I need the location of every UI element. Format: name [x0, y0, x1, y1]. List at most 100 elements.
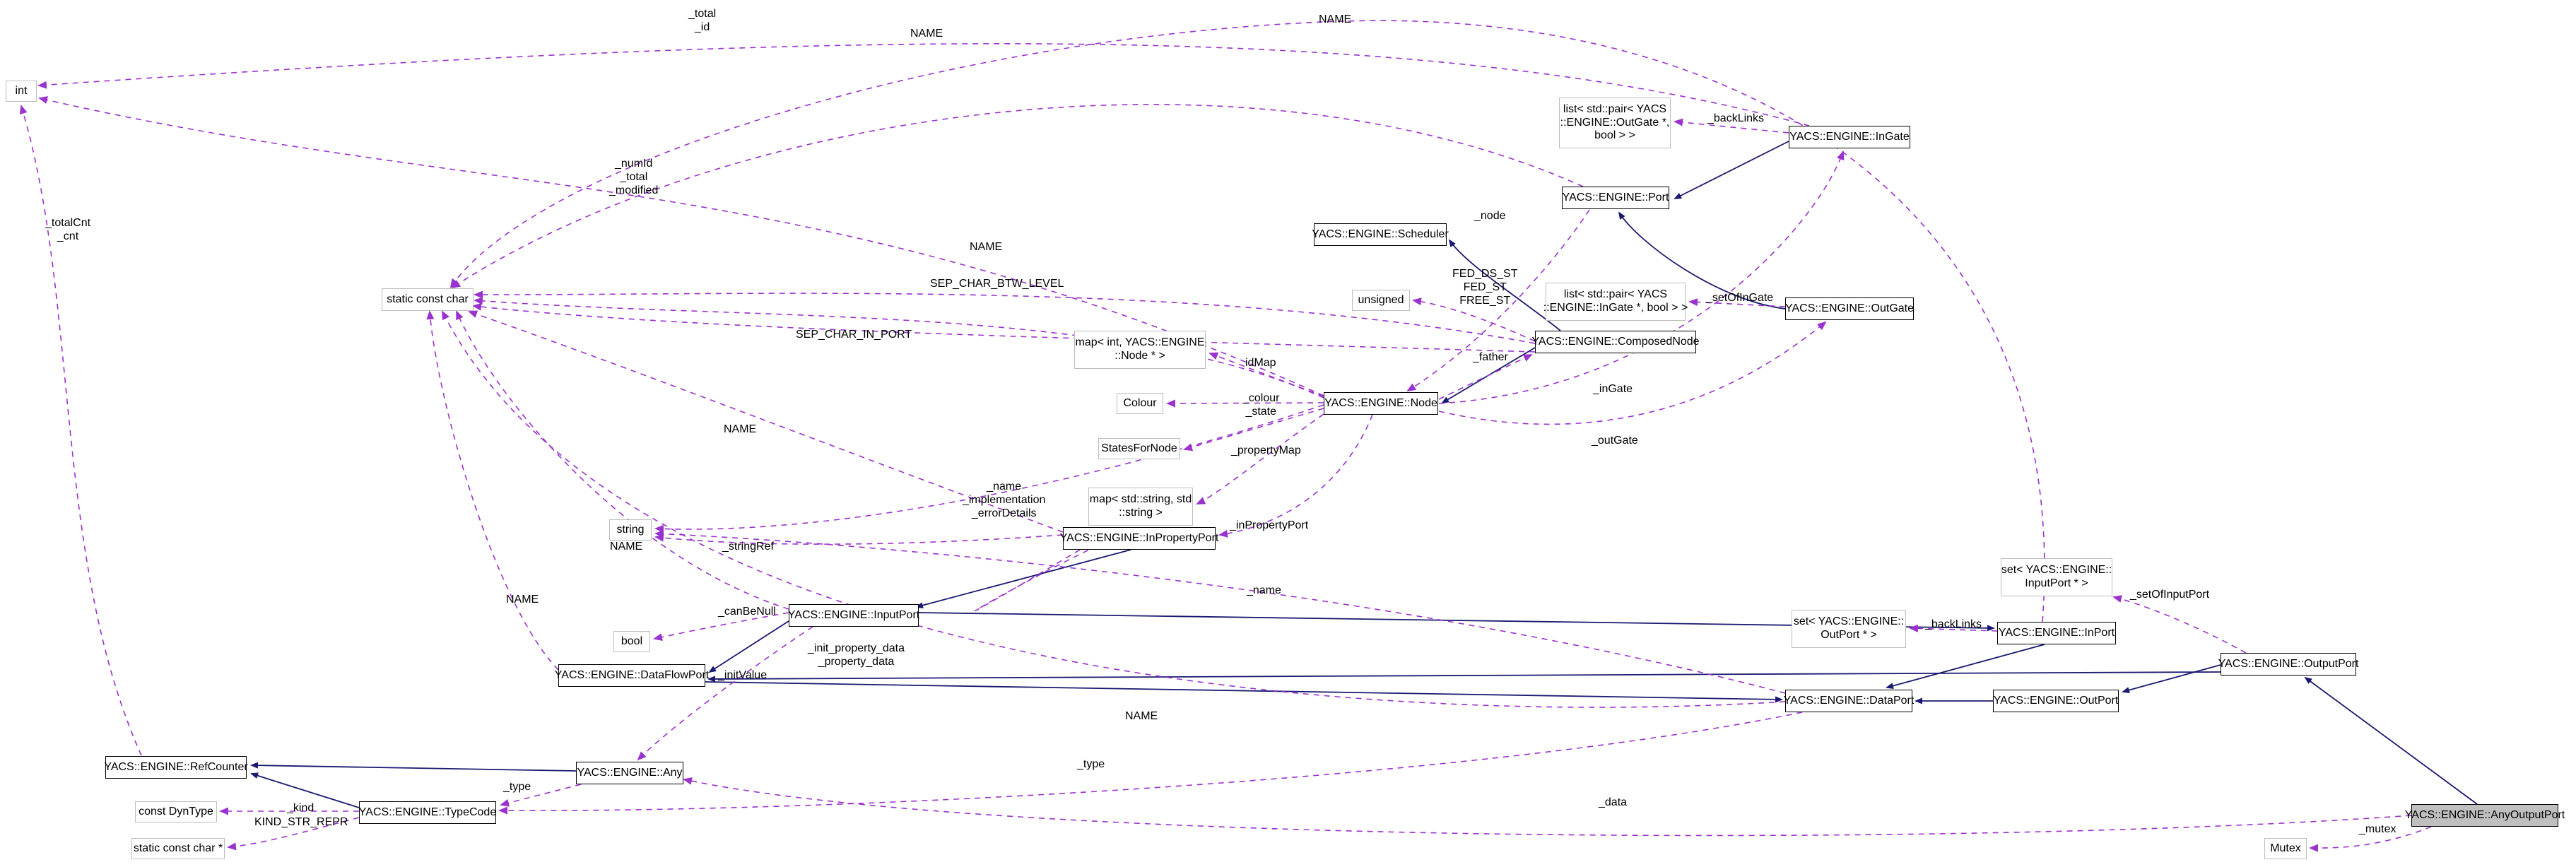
- edge-any-to-typecode: [500, 784, 582, 807]
- node-any-output-port-line: YACS::ENGINE::AnyOutputPort: [2404, 808, 2565, 821]
- edge-label-set-of-input-port-line: _setOfInputPort: [2130, 589, 2210, 601]
- edge-label-kind-str-repr: KIND_STR_REPR: [254, 815, 348, 829]
- edge-label-name-6-line: NAME: [506, 594, 539, 606]
- edge-inputport-to-any: [637, 626, 813, 761]
- node-node[interactable]: YACS::ENGINE::Node: [1324, 392, 1438, 415]
- edge-label-data-line: _data: [1599, 796, 1628, 808]
- edge-label-type-mid-line: _type: [1077, 758, 1105, 770]
- node-ref-counter-line: YACS::ENGINE::RefCounter: [104, 760, 248, 773]
- edge-label-init-property-data: _init_property_data_property_data: [808, 642, 905, 668]
- edge-label-set-of-input-port: _setOfInputPort: [2130, 588, 2209, 601]
- node-bool-line: bool: [621, 635, 643, 647]
- node-port[interactable]: YACS::ENGINE::Port: [1562, 187, 1669, 209]
- node-input-port-set: set< YACS::ENGINE::InputPort * >: [2001, 558, 2112, 596]
- edge-label-colour-state: _colour_state: [1242, 391, 1279, 418]
- edge-label-totalcnt-cnt-line: _cnt: [57, 230, 79, 243]
- node-dyn-type: const DynType: [135, 801, 217, 822]
- edge-label-set-of-ingate: _setOfInGate: [1706, 291, 1773, 305]
- node-out-port-set: set< YACS::ENGINE::OutPort * >: [1792, 610, 1906, 648]
- node-port-line: YACS::ENGINE::Port: [1562, 191, 1669, 204]
- node-outgate-line: YACS::ENGINE::OutGate: [1785, 302, 1914, 314]
- edge-label-init-property-data-line: _init_property_data: [808, 642, 905, 654]
- edge-label-fed-states-line: FREE_ST: [1459, 295, 1511, 307]
- edge-label-type-mid: _type: [1077, 757, 1105, 771]
- node-composed-node[interactable]: YACS::ENGINE::ComposedNode: [1531, 331, 1700, 353]
- node-input-port[interactable]: YACS::ENGINE::InputPort: [788, 604, 919, 627]
- node-in-port[interactable]: YACS::ENGINE::InPort: [1997, 622, 2116, 644]
- edge-dataport-to-typecode: [498, 712, 1803, 815]
- node-output-port[interactable]: YACS::ENGINE::OutputPort: [2218, 653, 2358, 676]
- edge-label-name-dataport-line: _name: [1247, 584, 1281, 596]
- edge-node-to-inpropertyport: [1218, 414, 1373, 538]
- node-outgate-pair-list: list< std::pair< YACS::ENGINE::OutGate *…: [1559, 98, 1671, 148]
- edge-label-name-impl-err-line: _errorDetails: [971, 507, 1037, 520]
- edge-label-ingate-member: _inGate: [1593, 382, 1633, 396]
- edge-label-name-top-2: NAME: [1319, 13, 1351, 26]
- edge-label-sep-char-in-port: SEP_CHAR_IN_PORT: [796, 328, 912, 341]
- node-static-const-char-ptr: static const char *: [131, 838, 225, 859]
- edge-dataport-to-staticconstchar: [442, 310, 1786, 708]
- node-data-flow-port-line: YACS::ENGINE::DataFlowPort: [554, 668, 710, 681]
- edge-label-idmap: idMap: [1245, 356, 1276, 370]
- node-unsigned-line: unsigned: [1358, 293, 1404, 306]
- edge-ingate-to-port: [1674, 141, 1789, 199]
- edge-node-to-composednode: [1438, 354, 1533, 400]
- edge-any-to-refcounter: [250, 762, 577, 772]
- edge-label-init-value: _initValue: [718, 668, 767, 682]
- edge-label-father: _father: [1473, 350, 1508, 364]
- node-out-port-set-line: set< YACS::ENGINE::: [1793, 615, 1905, 628]
- edge-label-name-4: NAME: [724, 423, 756, 436]
- edge-dataflowport-to-staticconstchar: [426, 310, 559, 671]
- edge-inpropertyport-to-stringmap: [975, 527, 1138, 612]
- node-out-port[interactable]: YACS::ENGINE::OutPort: [1993, 690, 2119, 712]
- node-in-property-port[interactable]: YACS::ENGINE::InPropertyPort: [1059, 527, 1219, 550]
- node-data-flow-port[interactable]: YACS::ENGINE::DataFlowPort: [555, 664, 709, 687]
- edge-label-property-map: _propertyMap: [1231, 444, 1301, 457]
- edge-node-to-int: [38, 96, 1324, 396]
- edge-typecode-to-staticconstcharptr: [227, 817, 360, 851]
- node-static-const-char: static const char: [382, 288, 474, 311]
- edge-label-backlinks-ingate-line: _backLinks: [1707, 112, 1765, 124]
- node-type-code[interactable]: YACS::ENGINE::TypeCode: [359, 801, 496, 824]
- edge-label-name-4-line: NAME: [724, 423, 757, 435]
- edge-port-to-staticconstchar: [451, 104, 1584, 289]
- edge-label-name-mid-left-line: NAME: [970, 241, 1003, 253]
- node-ingate-line: YACS::ENGINE::InGate: [1789, 130, 1910, 143]
- node-outgate[interactable]: YACS::ENGINE::OutGate: [1785, 297, 1914, 320]
- edge-label-outgate-member-line: _outGate: [1592, 435, 1638, 447]
- node-data-port[interactable]: YACS::ENGINE::DataPort: [1783, 690, 1915, 712]
- node-outgate-pair-list-line: ::ENGINE::OutGate *,: [1560, 116, 1670, 129]
- edge-inport-to-outportset: [1909, 624, 1998, 632]
- node-colour: Colour: [1117, 393, 1163, 414]
- edge-label-backlinks-inport-line: _backLinks: [1925, 618, 1982, 630]
- edge-label-name-dataport: _name: [1247, 584, 1281, 597]
- edge-label-name-top-1: NAME: [910, 27, 943, 40]
- node-ingate[interactable]: YACS::ENGINE::InGate: [1789, 126, 1910, 148]
- node-type-code-line: YACS::ENGINE::TypeCode: [358, 806, 497, 818]
- node-ref-counter[interactable]: YACS::ENGINE::RefCounter: [104, 756, 248, 779]
- edge-inport-to-staticconstchar: [449, 20, 2045, 623]
- edge-label-init-value-line: _initValue: [718, 669, 767, 681]
- node-in-property-port-line: YACS::ENGINE::InPropertyPort: [1059, 531, 1219, 544]
- node-any[interactable]: YACS::ENGINE::Any: [576, 762, 683, 784]
- node-scheduler[interactable]: YACS::ENGINE::Scheduler: [1312, 223, 1449, 246]
- edge-refcounter-to-int: [19, 105, 142, 756]
- edge-ingate-to-int: [37, 43, 1810, 126]
- edge-outgate-to-port: [1618, 211, 1786, 309]
- edge-label-kind-str-repr-line: KIND_STR_REPR: [254, 816, 348, 828]
- edge-label-fed-states-line: FED_DS_ST: [1452, 268, 1518, 280]
- edge-label-backlinks-inport: _backLinks: [1925, 618, 1982, 631]
- edge-label-total-id: _total_id: [688, 7, 716, 34]
- edge-composednode-to-unsigned: [1412, 297, 1536, 342]
- edge-outputport-to-dataflowport: [707, 671, 2221, 683]
- node-data-port-line: YACS::ENGINE::DataPort: [1783, 694, 1915, 707]
- edge-label-name-impl-err-line: _implementation: [963, 494, 1046, 507]
- node-any-line: YACS::ENGINE::Any: [577, 766, 683, 779]
- node-string-map-line: map< std::string, std: [1089, 493, 1192, 506]
- node-dyn-type-line: const DynType: [139, 805, 213, 818]
- edge-label-total-id-line: _id: [694, 21, 710, 34]
- edge-label-name-impl-err-line: _name: [987, 480, 1022, 493]
- node-ingate-pair-list: list< std::pair< YACS::ENGINE::InGate *,…: [1543, 283, 1688, 321]
